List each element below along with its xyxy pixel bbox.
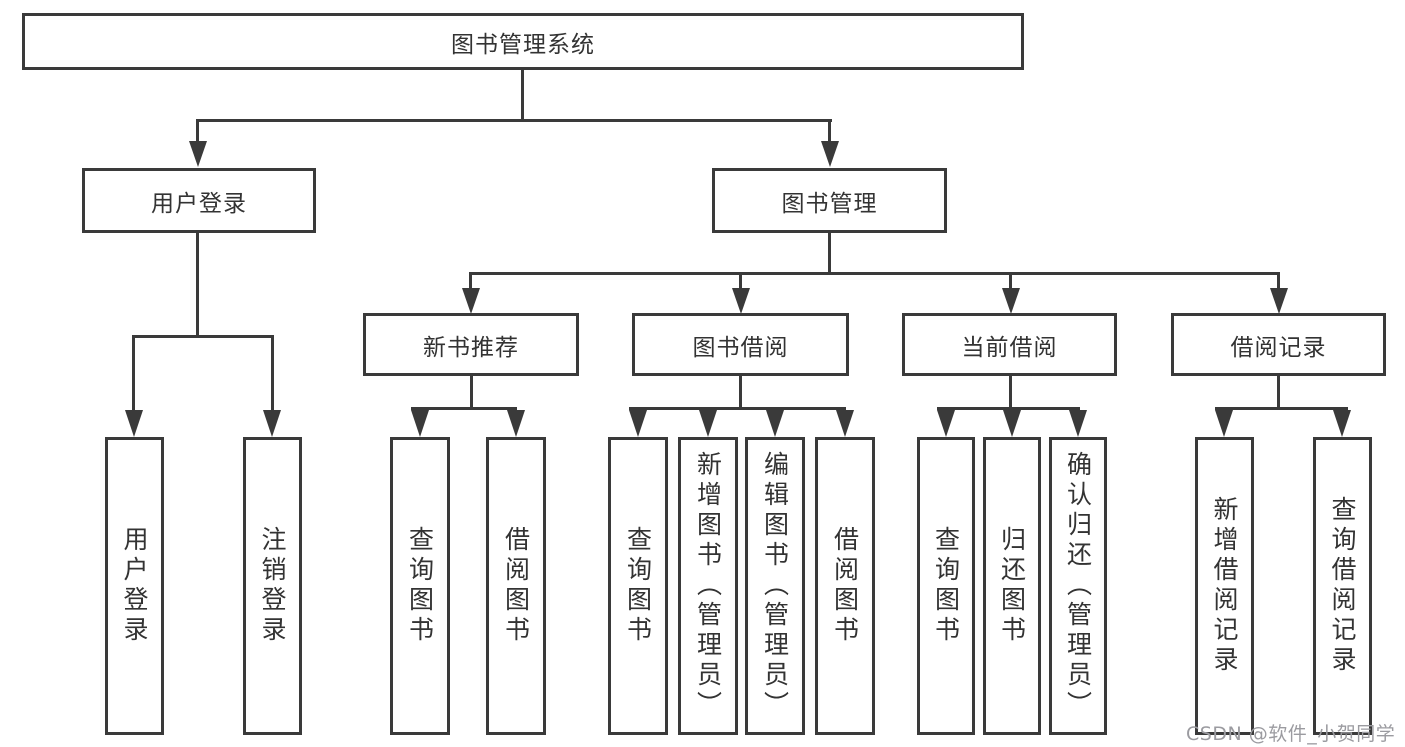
node-user-login: 用户登录 [82,168,316,233]
arrow-down-icon [1215,410,1233,437]
connector-line [469,272,1280,275]
leaf-query-books-borrowing: 查询图书 [608,437,668,735]
arrow-down-icon [263,410,281,437]
node-current-borrowing: 当前借阅 [902,313,1117,376]
arrow-down-icon [732,288,750,314]
connector-line [739,376,742,410]
connector-line [828,233,831,275]
leaf-borrow-books: 借阅图书 [815,437,875,735]
leaf-logout: 注销登录 [243,437,302,735]
connector-line [1215,407,1348,410]
arrow-down-icon [699,410,717,437]
connector-line [629,407,846,410]
leaf-add-borrow-record: 新增借阅记录 [1195,437,1254,735]
arrow-down-icon [836,410,854,437]
connector-line [937,407,1080,410]
arrow-down-icon [629,410,647,437]
connector-line [411,407,517,410]
arrow-down-icon [821,141,839,167]
node-new-book-recommendation: 新书推荐 [363,313,579,376]
arrow-down-icon [1002,288,1020,314]
leaf-user-login: 用户登录 [105,437,164,735]
connector-line [470,376,473,410]
leaf-return-books: 归还图书 [983,437,1041,735]
connector-line [271,335,274,413]
arrow-down-icon [1270,288,1288,314]
arrow-down-icon [125,410,143,437]
arrow-down-icon [937,410,955,437]
arrow-down-icon [189,141,207,167]
connector-line [521,70,524,120]
connector-line [132,335,274,338]
connector-line [469,272,472,290]
arrow-down-icon [462,288,480,314]
leaf-query-books-recommend: 查询图书 [390,437,450,735]
connector-line [828,119,831,143]
node-borrowing-records: 借阅记录 [1171,313,1386,376]
connector-line [1009,376,1012,410]
connector-line [1277,272,1280,290]
leaf-query-borrow-record: 查询借阅记录 [1313,437,1372,735]
csdn-watermark: CSDN @软件_小贺同学 [1186,723,1396,745]
arrow-down-icon [1333,410,1351,437]
arrow-down-icon [1069,410,1087,437]
connector-line [739,272,742,290]
arrow-down-icon [1003,410,1021,437]
connector-line [196,119,832,122]
leaf-confirm-return-admin: 确认归还（管理员） [1049,437,1107,735]
connector-line [1277,376,1280,410]
arrow-down-icon [507,410,525,437]
connector-line [1009,272,1012,290]
leaf-borrow-books-recommend: 借阅图书 [486,437,546,735]
node-book-borrowing: 图书借阅 [632,313,849,376]
leaf-add-books-admin: 新增图书（管理员） [678,437,738,735]
node-book-management: 图书管理 [712,168,947,233]
leaf-query-books-current: 查询图书 [917,437,975,735]
arrow-down-icon [411,410,429,437]
connector-line [132,335,135,413]
connector-line [196,119,199,143]
arrow-down-icon [766,410,784,437]
connector-line [196,233,199,338]
leaf-edit-books-admin: 编辑图书（管理员） [745,437,805,735]
node-library-management-system: 图书管理系统 [22,13,1024,70]
